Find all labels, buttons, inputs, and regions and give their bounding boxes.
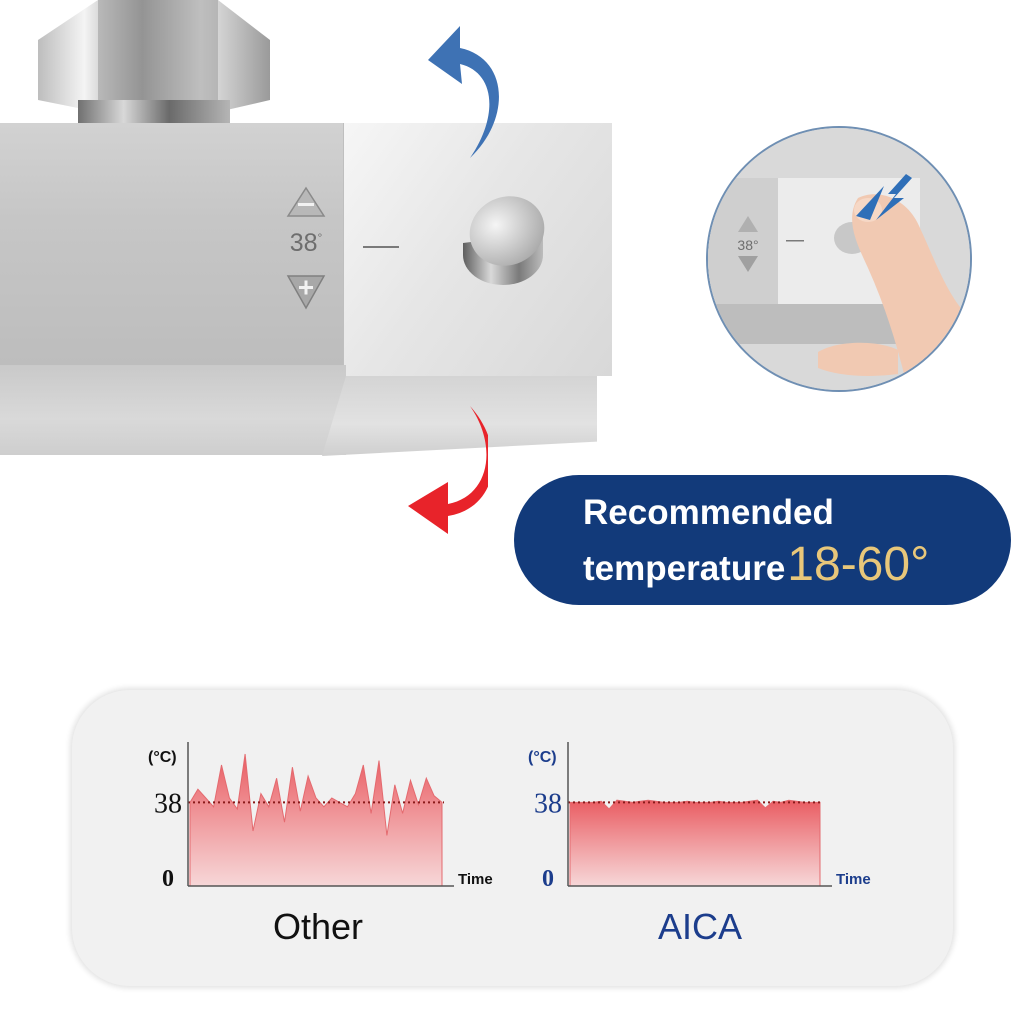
chart-other-xlabel: Time xyxy=(458,871,493,888)
valve-bottom-face-right xyxy=(322,376,597,456)
chart-other-area xyxy=(189,753,443,887)
chart-title-other: Other xyxy=(272,906,364,947)
temperature-label: temperature18-60° xyxy=(583,538,930,591)
chart-other-ylabel: (°C) xyxy=(148,749,177,766)
chart-aica-tick-38: 38 xyxy=(534,788,562,819)
triangle-plus-icon[interactable] xyxy=(286,272,326,312)
chart-other-tick-38: 38 xyxy=(154,788,182,819)
temperature-display: 38° xyxy=(289,229,323,257)
cold-arrow-icon xyxy=(428,26,499,158)
comparison-card: 0 38 (°C) Time 0 38 (°C) Time Other AICA xyxy=(72,690,953,986)
push-knob[interactable] xyxy=(455,193,555,293)
recommended-label: Recommended xyxy=(583,493,834,532)
chart-aica-xlabel: Time xyxy=(836,871,871,888)
valve-left-panel xyxy=(0,123,352,365)
indicator-dash xyxy=(363,246,399,248)
valve-bottom-face xyxy=(0,365,346,455)
chart-title-aica: AICA xyxy=(657,906,743,947)
press-arrow-icon xyxy=(856,174,912,220)
comparison-charts: 0 38 (°C) Time 0 38 (°C) Time xyxy=(148,742,871,892)
hot-arrow-icon xyxy=(408,406,488,534)
chart-other-tick-0: 0 xyxy=(162,866,174,892)
recommended-temperature-badge: Recommended temperature18-60° xyxy=(514,475,1011,605)
press-inset-circle: 38° xyxy=(706,126,972,392)
svg-text:38°: 38° xyxy=(737,237,758,253)
temperature-range: 18-60° xyxy=(787,538,930,591)
chart-aica-area xyxy=(569,799,821,887)
chart-aica-tick-0: 0 xyxy=(542,866,554,892)
chart-aica-ylabel: (°C) xyxy=(528,749,557,766)
triangle-minus-icon[interactable] xyxy=(286,186,326,218)
pipe-nut xyxy=(38,0,270,124)
